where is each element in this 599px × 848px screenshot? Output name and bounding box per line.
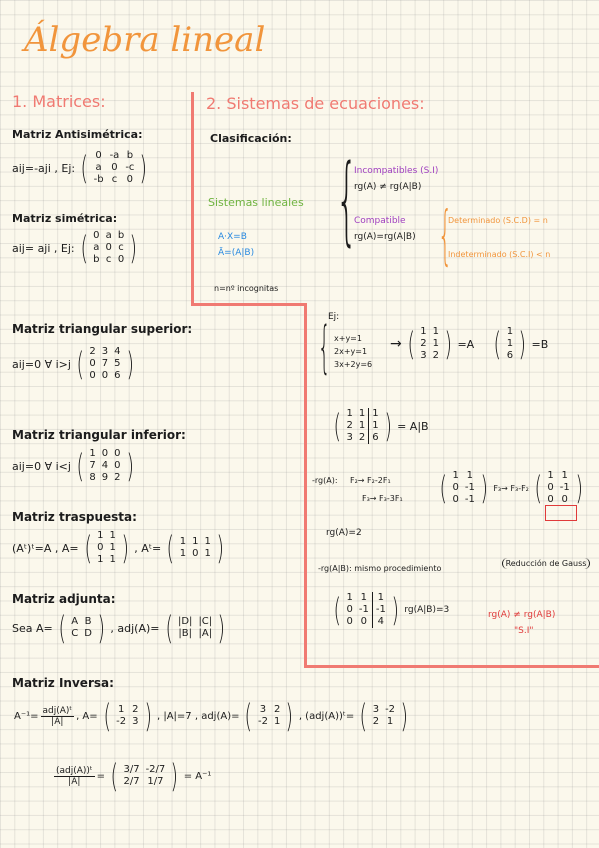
ej-b-eq: =B <box>531 337 549 351</box>
adj-result-matrix: ( |D||C| |B||A| ) <box>164 609 226 647</box>
rg-f2: F₃→ F₃-3F₁ <box>362 494 403 503</box>
divider-vertical-2 <box>304 303 307 668</box>
ej-a-eq: =A <box>457 337 475 351</box>
antisym-label: Matriz Antisimétrica: <box>12 128 143 141</box>
sistemas-lineales: Sistemas lineales <box>208 196 304 209</box>
ej-ab-eq: = A|B <box>397 419 429 433</box>
divider-bottom <box>304 665 599 668</box>
comp-rg: rg(A)=rg(A|B) <box>354 232 416 242</box>
inv-lhs: A⁻¹= <box>14 710 39 722</box>
brace-main: { <box>336 144 358 256</box>
inv-det: , |A|=7 , adj(A)= <box>156 710 240 722</box>
inv-a-lbl: , A= <box>76 710 98 722</box>
incomp-label: Incompatibles (S.I) <box>354 166 439 176</box>
inv-label: Matriz Inversa: <box>12 676 114 690</box>
rg-a-label: -rg(A): <box>312 476 338 485</box>
inv-adjt-lbl: , (adj(A))ᵗ= <box>298 710 355 722</box>
transp-label: Matriz traspuesta: <box>12 510 137 524</box>
zero-row-highlight <box>545 505 577 521</box>
lower-label: Matriz triangular inferior: <box>12 428 186 442</box>
ej-label: Ej: <box>328 312 340 322</box>
det-label: Determinado (S.C.D) = n <box>448 216 548 225</box>
rg-f1: F₂→ F₂-2F₁ <box>350 476 391 485</box>
ax-eq: A·X=B <box>218 232 247 242</box>
rg-f3: F₃→ F₃-F₂ <box>493 483 529 493</box>
n-note: n=nº incognitas <box>214 284 279 293</box>
page-title: Álgebra lineal <box>24 20 266 60</box>
comp-label: Compatible <box>354 216 406 226</box>
conclusion-si: "S.I" <box>514 626 534 636</box>
incomp-rg: rg(A) ≠ rg(A|B) <box>354 182 422 192</box>
indet-label: Indeterminado (S.C.I) < n <box>448 250 551 259</box>
sym-formula: aij= aji , Ej: <box>12 241 75 255</box>
brace-compatible: { <box>438 199 453 273</box>
conclusion: rg(A) ≠ rg(A|B) <box>488 610 556 620</box>
adj-label: Matriz adjunta: <box>12 592 116 606</box>
inv-fraction-2: (adj(A))ᵗ |A| <box>54 765 95 787</box>
gauss-note: Reducción de Gauss <box>502 558 590 569</box>
section-sistemas-heading: 2. Sistemas de ecuaciones: <box>206 94 425 113</box>
section-matrices-heading: 1. Matrices: <box>12 92 106 111</box>
clasif-label: Clasificación: <box>210 132 292 145</box>
transp-formula: (Aᵗ)ᵗ=A , A= <box>12 541 79 555</box>
rg-ab-result: rg(A|B)=3 <box>404 605 450 615</box>
ej-b-matrix: ( 1 1 6 ) <box>493 325 527 363</box>
transp-eq: , Aᵗ= <box>134 541 162 555</box>
ab-eq: Ā=(A|B) <box>218 248 255 258</box>
rg-a-result: rg(A)=2 <box>326 528 362 538</box>
ej-equations: x+y=1 2x+y=1 3x+2y=6 <box>334 334 373 369</box>
sym-label: Matriz simétrica: <box>12 212 118 225</box>
upper-label: Matriz triangular superior: <box>12 322 193 336</box>
adj-eq: , adj(A)= <box>110 621 160 635</box>
antisym-formula: aij=-aji , Ej: <box>12 161 76 175</box>
rg-ab-label: -rg(A|B): mismo procedimiento <box>318 564 442 573</box>
divider-horizontal <box>191 303 306 306</box>
lower-formula: aij=0 ∀ i<j <box>12 459 71 473</box>
inv-fraction: adj(A)ᵗ |A| <box>40 705 75 727</box>
adj-formula: Sea A= <box>12 621 53 635</box>
brace-system: { <box>318 315 331 380</box>
inv-eq2: = A⁻¹ <box>183 770 212 782</box>
divider-vertical <box>191 92 194 305</box>
upper-formula: aij=0 ∀ i>j <box>12 357 71 371</box>
